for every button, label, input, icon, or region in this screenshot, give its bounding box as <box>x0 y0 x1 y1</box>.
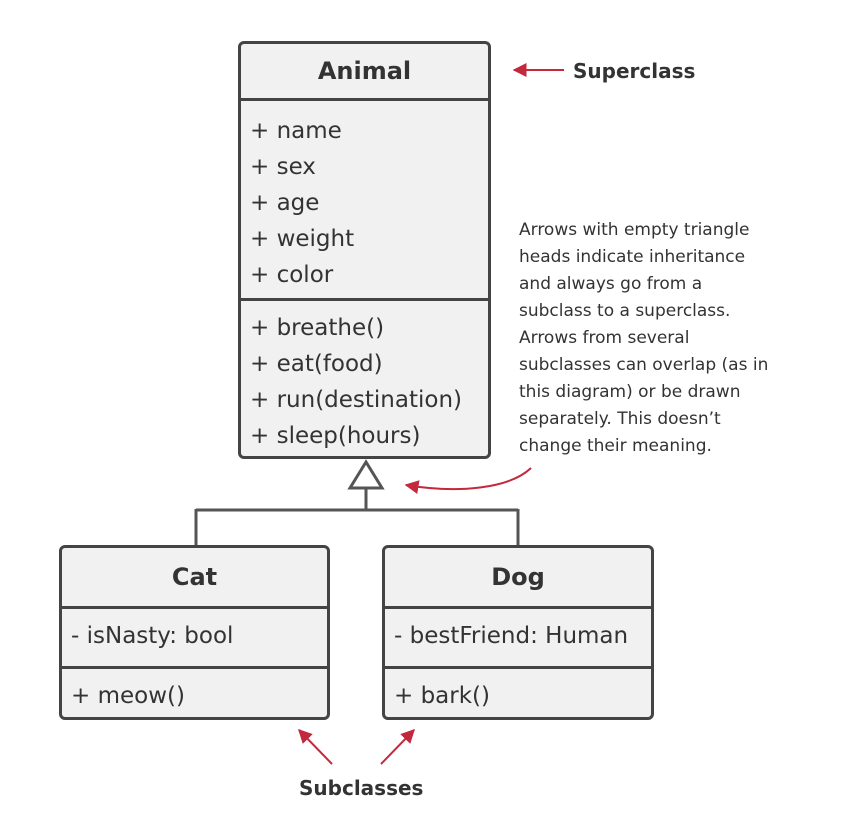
method: + eat(food) <box>250 351 383 377</box>
attribute: + name <box>250 118 342 144</box>
methods-section: + bark() <box>385 666 651 717</box>
note-line: Arrows from several <box>519 328 690 348</box>
attribute: - bestFriend: Human <box>394 623 629 649</box>
attributes-section: - bestFriend: Human <box>385 609 651 666</box>
note-line: heads indicate inheritance <box>519 247 746 267</box>
attribute: - isNasty: bool <box>71 623 234 649</box>
attributes-section: + name + sex + age + weight + color <box>241 101 488 298</box>
attribute: + sex <box>250 154 316 180</box>
method: + run(destination) <box>250 387 463 413</box>
inheritance-note: Arrows with empty triangle heads indicat… <box>519 217 819 460</box>
cat-subclass-pointer-arrow <box>298 728 333 765</box>
note-line: this diagram) or be drawn <box>519 382 741 402</box>
cat-class-box: Cat - isNasty: bool + meow() <box>59 545 330 720</box>
subclasses-label: Subclasses <box>299 776 424 800</box>
note-pointer-arrow <box>404 467 532 494</box>
methods-section: + meow() <box>62 666 327 717</box>
method: + breathe() <box>250 315 385 341</box>
superclass-label: Superclass <box>573 59 696 83</box>
note-line: subclass to a superclass. <box>519 301 731 321</box>
dog-subclass-pointer-arrow <box>380 728 415 765</box>
inheritance-triangle-icon <box>347 459 385 490</box>
animal-class-box: Animal + name + sex + age + weight + col… <box>238 41 491 459</box>
note-line: subclasses can overlap (as in <box>519 355 769 375</box>
note-line: and always go from a <box>519 274 703 294</box>
class-name: Animal <box>241 44 488 101</box>
note-line: separately. This doesn’t <box>519 409 721 429</box>
attributes-section: - isNasty: bool <box>62 609 327 666</box>
attribute: + age <box>250 190 320 216</box>
method: + sleep(hours) <box>250 423 421 449</box>
class-name: Dog <box>385 548 651 609</box>
dog-class-box: Dog - bestFriend: Human + bark() <box>382 545 654 720</box>
method: + meow() <box>71 683 185 709</box>
note-line: Arrows with empty triangle <box>519 220 750 240</box>
class-name: Cat <box>62 548 327 609</box>
method: + bark() <box>394 683 490 709</box>
attribute: + weight <box>250 226 355 252</box>
methods-section: + breathe() + eat(food) + run(destinatio… <box>241 298 488 456</box>
note-line: change their meaning. <box>519 436 712 456</box>
attribute: + color <box>250 262 334 288</box>
inheritance-connector <box>194 488 520 546</box>
